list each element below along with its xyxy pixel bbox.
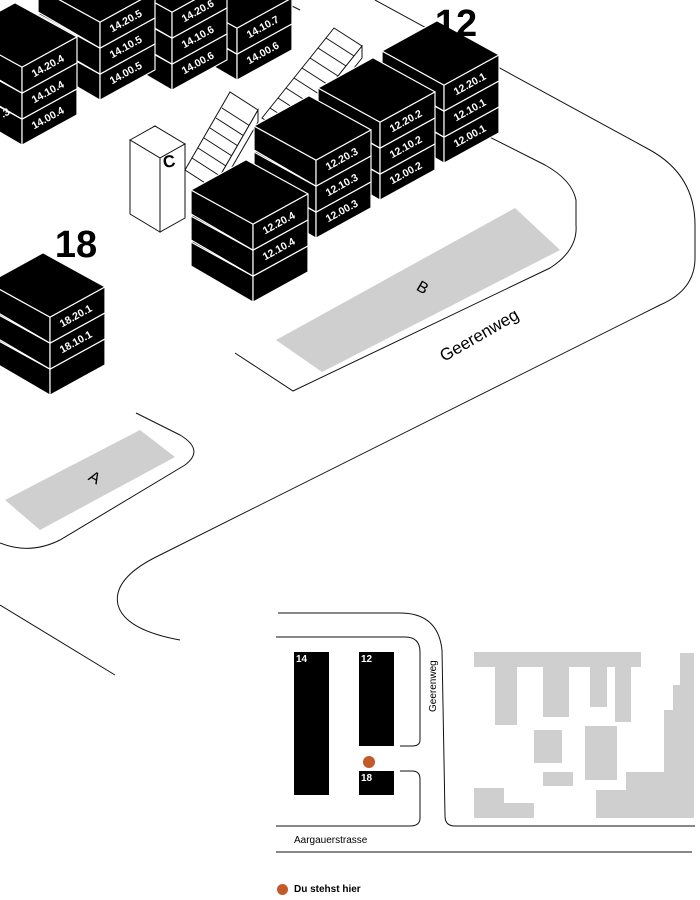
mini-street-geerenweg: Geerenweg [428,660,439,712]
building-number-12: 12 [435,3,477,45]
road-label-geerenweg: Geerenweg [436,305,522,365]
mini-building-12 [359,652,394,746]
wing-letter: E [272,291,286,307]
building-wing: 14.00.414.10.414.20.4F [0,2,78,150]
unit-block: 14.20.4 [0,2,78,94]
geerenweg-inner-curb [234,111,577,392]
building-number-18: 18 [55,224,97,266]
mini-building-14 [294,652,329,795]
mini-label-14: 14 [296,654,308,665]
mini-building-18 [359,771,394,795]
unit-block: 14.20.5 [37,0,156,49]
edge-unit-label: .3 [0,194,12,209]
parking-lot-b [276,208,560,372]
mini-label-18: 18 [361,773,373,784]
edge-unit-label: .3 [0,150,12,165]
mini-map-neighbour-blocks [474,652,694,818]
west-road-curb [0,604,116,676]
mini-street-aargauerstrasse: Aargauerstrasse [294,835,368,846]
building-wing: 18.10.118.20.1D [0,252,106,401]
parking-lots: B A [5,208,560,530]
building-18: 18.10.118.20.1D [0,252,106,401]
parking-lot-a [5,430,175,530]
mini-map-curbs [276,612,695,853]
mini-map: 14 12 18 Geerenweg Aargauerstrasse [276,612,695,853]
you-are-here-marker [363,756,375,768]
courtyard-curb-a [0,412,195,549]
road-outlines [0,0,696,676]
unit-block: 18.20.1 [0,252,106,344]
legend-you-are-here: Du stehst hier [294,883,361,895]
wing-letter: D [68,384,83,401]
wing-letter: F [41,134,54,150]
unit-block: 12.20.3 [253,95,372,187]
map-legend: Du stehst hier [277,881,361,897]
unit-block: 12.20.4 [190,159,309,251]
geerenweg-outer-curb [116,0,696,641]
stair-core-c: C [129,125,186,233]
legend-marker-dot [277,883,288,895]
stair-core-label: C [161,151,176,172]
mini-label-12: 12 [361,654,373,665]
building-14: 14.00.614.10.714.00.614.10.614.20.614.00… [0,0,293,209]
